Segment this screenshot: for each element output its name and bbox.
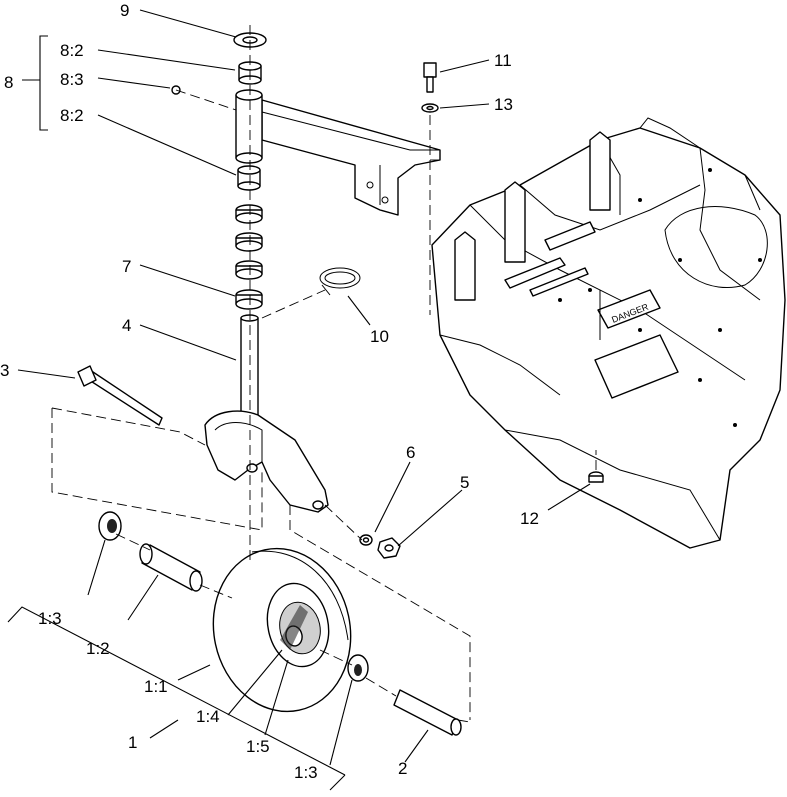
callout-2: 2 xyxy=(398,759,407,778)
callout-1-3-right: 1:3 xyxy=(294,763,318,782)
callout-10: 10 xyxy=(370,327,389,346)
carriage-bolt xyxy=(423,62,437,93)
wheel-bearing-right xyxy=(347,654,369,682)
callout-1-2: 1:2 xyxy=(86,639,110,658)
assembly-lines xyxy=(51,25,597,723)
callout-1-5: 1:5 xyxy=(246,737,270,756)
wheel-spacer-tube xyxy=(139,543,203,592)
callout-1-3-left: 1:3 xyxy=(38,609,62,628)
callout-7: 7 xyxy=(122,257,131,276)
callout-1-1: 1:1 xyxy=(144,677,168,696)
callout-3: 3 xyxy=(0,361,9,380)
axle-bolt xyxy=(77,365,163,426)
wheel-bearing-left xyxy=(98,511,122,541)
caster-wheel xyxy=(212,547,352,713)
hairpin-cotter xyxy=(319,267,361,296)
callout-8-2-top: 8:2 xyxy=(60,41,84,60)
callout-4: 4 xyxy=(122,316,131,335)
flat-washer xyxy=(421,103,439,113)
lock-nut xyxy=(377,537,401,559)
caster-arm xyxy=(261,99,441,216)
callout-11: 11 xyxy=(494,51,512,70)
callout-8: 8 xyxy=(4,73,13,92)
washer xyxy=(359,534,373,546)
callout-1-4: 1:4 xyxy=(196,707,220,726)
callout-13: 13 xyxy=(494,95,513,114)
wheel-axle-tube xyxy=(393,689,462,736)
callout-8-3: 8:3 xyxy=(60,70,84,89)
caster-fork xyxy=(204,314,329,513)
callout-5: 5 xyxy=(460,473,469,492)
callout-1: 1 xyxy=(128,733,137,752)
spacer-stack xyxy=(235,204,263,310)
callout-6: 6 xyxy=(406,443,415,462)
leader-lines xyxy=(7,9,591,791)
callout-9: 9 xyxy=(120,1,129,20)
flange-nut xyxy=(588,471,604,483)
callout-12: 12 xyxy=(520,509,539,528)
mower-deck: DANGER xyxy=(431,117,786,549)
bushing-bottom xyxy=(237,165,261,191)
callouts: 9 8 8:2 8:3 8:2 11 13 7 4 10 3 6 5 12 1:… xyxy=(0,1,539,782)
callout-8-2-bottom: 8:2 xyxy=(60,106,84,125)
spindle-housing xyxy=(235,89,263,164)
